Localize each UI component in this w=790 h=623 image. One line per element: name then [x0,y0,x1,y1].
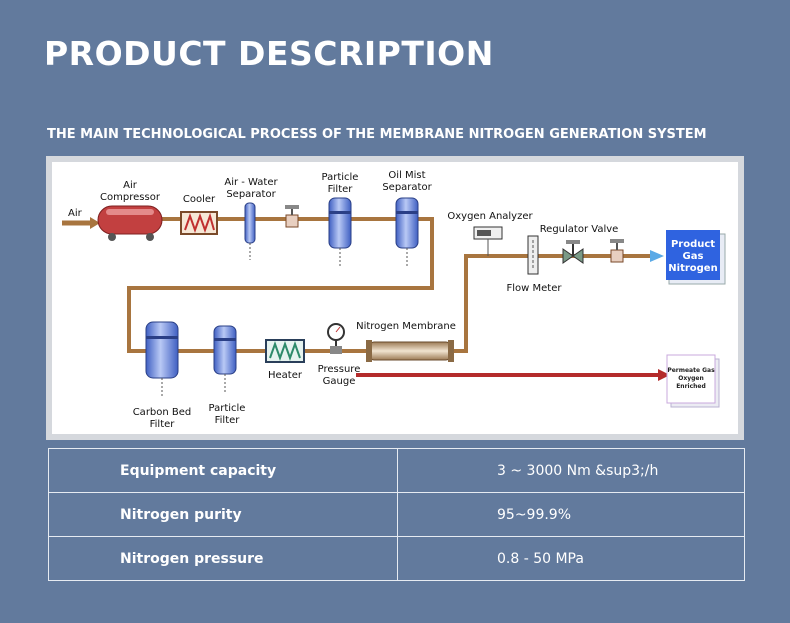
label-carbon-bed-1: Carbon Bed [133,407,192,418]
spec-value: 3 ~ 3000 Nm &sup3;/h [397,448,745,493]
cooler-icon [180,211,218,235]
label-pressure-gauge-2: Gauge [323,376,356,387]
heater-icon [265,339,305,363]
product-arrowhead [650,250,664,262]
page-title: PRODUCT DESCRIPTION [44,34,494,73]
label-product-3: Nitrogen [668,263,717,274]
label-permeate-2: Oxygen [678,375,704,382]
carbon-bed-filter-icon [145,321,179,396]
air-water-separator-icon [244,202,256,260]
spec-label: Equipment capacity [48,448,398,493]
oxygen-analyzer-icon [473,226,503,256]
label-permeate-3: Enriched [676,383,706,390]
spec-value: 0.8 - 50 MPa [397,536,745,581]
spec-value: 95~99.9% [397,492,745,537]
label-cooler: Cooler [183,194,216,205]
outlet-valve-icon [610,239,624,263]
particle-filter-icon [328,197,352,266]
label-product-2: Gas [683,251,704,262]
vent-arrowhead [658,369,670,381]
pressure-gauge-icon [327,323,345,354]
product-gas-box [666,230,726,285]
label-particle-filter2-1: Particle [209,403,246,414]
spec-label: Nitrogen pressure [48,536,398,581]
spec-label: Nitrogen purity [48,492,398,537]
label-particle-filter-1: Particle [322,172,359,183]
process-diagram: Air Air Compressor Cooler Air - Water Se… [46,156,744,440]
nitrogen-membrane-icon [366,340,454,362]
label-particle-filter2-2: Filter [215,415,241,426]
label-product-1: Product [671,239,715,250]
table-row: Equipment capacity 3 ~ 3000 Nm &sup3;/h [48,448,745,493]
flow-meter-icon [527,235,539,275]
table-row: Nitrogen purity 95~99.9% [48,492,745,537]
label-flow-meter: Flow Meter [507,283,563,294]
process-diagram-svg: Air Air Compressor Cooler Air - Water Se… [52,162,738,434]
diagram-panel [52,162,738,434]
valve-icon [285,205,299,228]
label-heater: Heater [268,370,303,381]
label-oil-mist-1: Oil Mist [388,170,425,181]
oil-mist-separator-icon [395,197,419,266]
air-inlet-arrow [62,217,100,229]
label-air-water-1: Air - Water [224,177,278,188]
permeate-gas-box [666,354,720,408]
label-oxygen-analyzer: Oxygen Analyzer [447,211,533,222]
label-nitrogen-membrane: Nitrogen Membrane [356,321,456,332]
label-air-compressor-2: Compressor [100,192,161,203]
regulator-valve-icon [562,240,584,264]
label-permeate-1: Permeate Gas [667,367,715,374]
label-pressure-gauge-1: Pressure [318,364,361,375]
label-air-water-2: Separator [226,189,276,200]
label-air: Air [68,208,83,219]
label-air-compressor-1: Air [123,180,138,191]
label-oil-mist-2: Separator [382,182,432,193]
particle-filter-2-icon [213,325,237,392]
spec-table: Equipment capacity 3 ~ 3000 Nm &sup3;/h … [48,448,745,581]
label-particle-filter-2: Filter [328,184,354,195]
label-carbon-bed-2: Filter [150,419,176,430]
table-row: Nitrogen pressure 0.8 - 50 MPa [48,536,745,581]
diagram-subtitle: THE MAIN TECHNOLOGICAL PROCESS OF THE ME… [47,127,707,142]
label-regulator-valve: Regulator Valve [540,224,619,235]
air-compressor-icon [97,205,163,241]
